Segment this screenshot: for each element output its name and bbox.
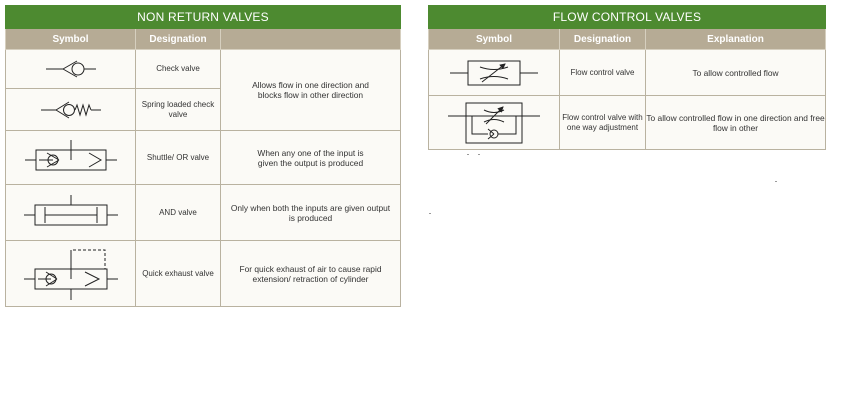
symbol-column-header: Symbol	[428, 28, 560, 50]
symbol-cell	[428, 49, 560, 96]
explanation-cell: For quick exhaust of air to cause rapid …	[220, 240, 401, 307]
table-row: Shuttle/ OR valve When any one of the in…	[5, 130, 401, 185]
table-row: Check valve Allows flow in one direction…	[5, 49, 401, 131]
scan-speck	[775, 181, 777, 182]
scan-speck	[467, 154, 469, 155]
designation-cell: Spring loaded check valve	[135, 88, 221, 131]
designation-column-header: Designation	[135, 28, 221, 50]
explanation-column-header	[220, 28, 401, 50]
symbol-cell	[5, 130, 136, 185]
designation-cell: Shuttle/ OR valve	[135, 130, 221, 185]
flow-control-valves-table: FLOW CONTROL VALVES Symbol Designation E…	[427, 5, 827, 150]
scan-speck	[478, 154, 480, 155]
non-return-valves-title: NON RETURN VALVES	[5, 5, 401, 29]
flow-control-valve-symbol-icon	[450, 60, 538, 85]
symbol-cell	[5, 88, 136, 131]
symbol-cell	[5, 184, 136, 241]
symbol-cell	[5, 240, 136, 307]
symbol-column-header: Symbol	[5, 28, 136, 50]
quick-exhaust-valve-symbol-icon	[23, 249, 118, 300]
table-row: Flow control valve To allow controlled f…	[428, 49, 827, 96]
designation-cell: AND valve	[135, 184, 221, 241]
scan-speck	[429, 213, 431, 214]
explanation-cell: To allow controlled flow in one directio…	[644, 95, 827, 150]
designation-cell: Flow control valve with one way adjustme…	[559, 95, 646, 150]
symbol-cell	[5, 49, 136, 89]
explanation-cell: When any one of the input is given the o…	[220, 130, 401, 185]
explanation-cell: Allows flow in one direction and blocks …	[220, 49, 401, 131]
check-valve-symbol-icon	[45, 60, 96, 78]
table-row: Flow control valve with one way adjustme…	[428, 95, 827, 150]
explanation-cell: Only when both the inputs are given outp…	[220, 184, 401, 241]
table-row: Quick exhaust valve For quick exhaust of…	[5, 240, 401, 307]
non-return-valves-table: NON RETURN VALVES Symbol Designation Che…	[5, 5, 401, 307]
designation-cell: Check valve	[135, 49, 221, 89]
designation-column-header: Designation	[559, 28, 646, 50]
shuttle-or-valve-symbol-icon	[24, 139, 117, 170]
explanation-column-header: Explanation	[644, 28, 827, 50]
table-row: AND valve Only when both the inputs are …	[5, 184, 401, 241]
explanation-cell: To allow controlled flow	[644, 49, 827, 96]
flow-control-valves-title: FLOW CONTROL VALVES	[427, 5, 827, 29]
spring-loaded-check-valve-symbol-icon	[40, 101, 101, 118]
designation-cell: Quick exhaust valve	[135, 240, 221, 307]
one-way-flow-control-valve-symbol-icon	[448, 102, 540, 143]
designation-cell: Flow control valve	[559, 49, 646, 96]
symbol-cell	[428, 95, 560, 150]
and-valve-symbol-icon	[23, 194, 118, 225]
table-row: Spring loaded check valve	[5, 88, 401, 131]
